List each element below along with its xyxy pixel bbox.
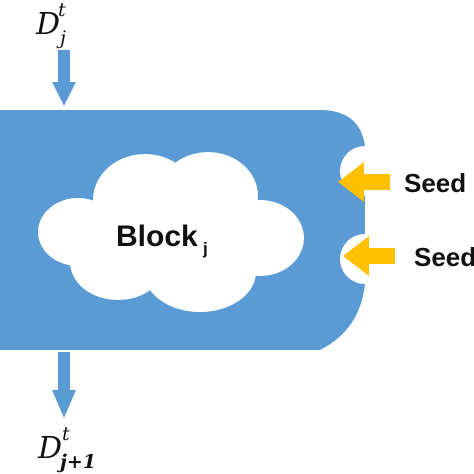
output-arrow — [52, 352, 76, 418]
output-symbol: D — [37, 431, 62, 466]
seed-label-2: Seed — [414, 242, 474, 272]
seed-arrow-1 — [338, 162, 390, 202]
output-subscript: j+1 — [56, 451, 96, 473]
cloud-shape — [38, 152, 304, 312]
output-label: D t j+1 — [37, 423, 96, 473]
block-name: Block — [116, 220, 198, 253]
input-arrow — [52, 50, 76, 106]
input-subscript: j — [56, 27, 66, 49]
block-subscript: j — [202, 239, 208, 258]
seed-arrow-2 — [343, 236, 395, 276]
block-label: Block j — [116, 220, 208, 258]
input-label: D t j — [35, 0, 66, 49]
input-superscript: t — [58, 0, 66, 21]
output-superscript: t — [62, 423, 70, 445]
seed-label-1: Seed — [404, 168, 466, 198]
input-symbol: D — [35, 7, 60, 42]
